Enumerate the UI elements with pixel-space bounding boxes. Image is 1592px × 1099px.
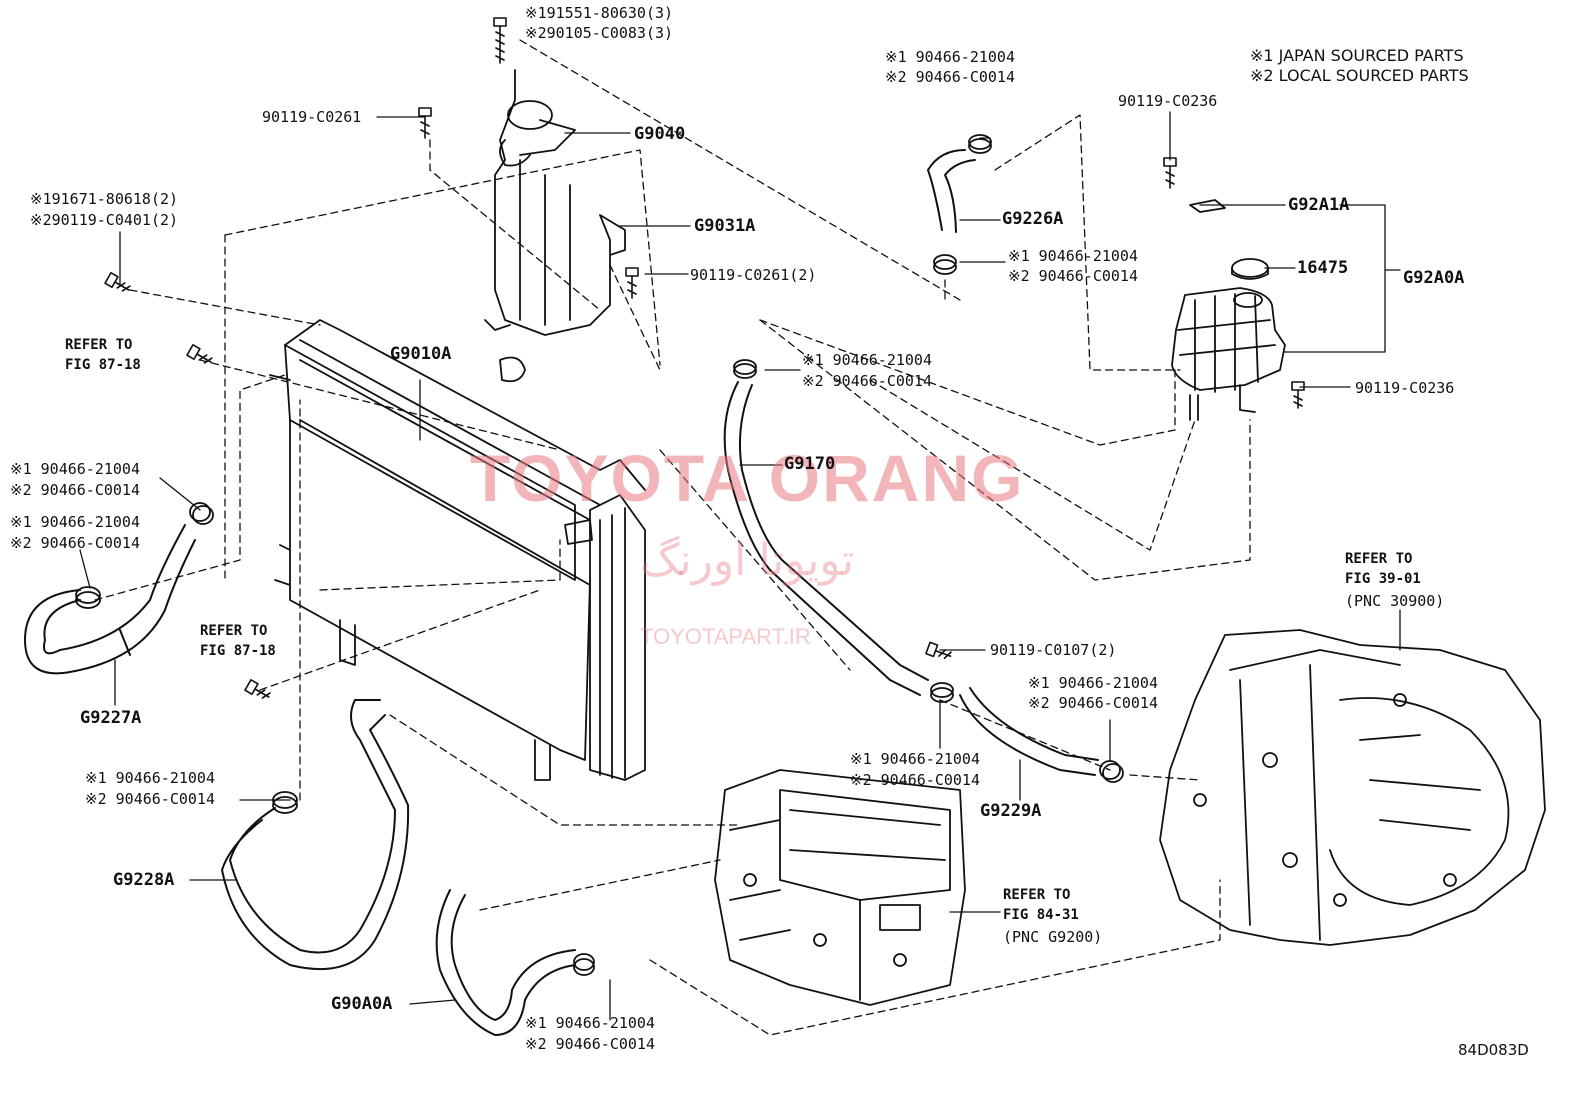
watermark-title: TOYOTA ORANG — [470, 441, 1025, 515]
label-refer-87-18-b-line1: REFER TO — [200, 623, 268, 639]
label-g9227a: G9227A — [80, 708, 142, 728]
label-clamp-top-mid-local: ※2 90466-C0014 — [885, 68, 1015, 86]
label-refer-84-31-line1: REFER TO — [1003, 887, 1071, 903]
reservoir-tank — [1171, 199, 1286, 421]
fan-shroud-and-pump — [484, 69, 626, 336]
label-refer-87-18-a-line1: REFER TO — [65, 337, 133, 353]
note-local-sourced: ※2 LOCAL SOURCED PARTS — [1250, 66, 1469, 85]
label-bolt-90119-c0261-2: 90119-C0261(2) — [690, 266, 817, 284]
label-left-bolt-jp: ※191671-80618(2) — [30, 190, 179, 208]
hose-clamp-icons — [75, 134, 1124, 976]
label-refer-84-31-pnc: (PNC G9200) — [1003, 928, 1103, 946]
label-clamp-g9229-local: ※2 90466-C0014 — [850, 771, 980, 789]
watermark-site: TOYOTAPART.IR — [640, 624, 811, 649]
g92a0a-bracket — [1284, 204, 1401, 353]
label-clamp-mid-local: ※2 90466-C0014 — [1008, 267, 1138, 285]
label-g9229a: G9229A — [980, 801, 1042, 821]
label-bolt-90119-c0261: 90119-C0261 — [262, 108, 362, 126]
label-g9040: G9040 — [634, 124, 686, 144]
label-g90a0a: G90A0A — [331, 994, 393, 1014]
label-top-bolt-local: ※290105-C0083(3) — [525, 24, 674, 42]
label-bolt-90119-c0236-right: 90119-C0236 — [1355, 379, 1455, 397]
label-refer-39-01-line1: REFER TO — [1345, 551, 1413, 567]
label-bolt-90119-c0236-top: 90119-C0236 — [1118, 92, 1218, 110]
watermark-persian: تویوتا اورنگ — [640, 536, 855, 585]
radiator — [269, 319, 646, 781]
label-clamp-left-lower-local: ※2 90466-C0014 — [10, 534, 140, 552]
label-clamp-right-local: ※2 90466-C0014 — [1028, 694, 1158, 712]
diagram-code: 84D083D — [1458, 1041, 1529, 1059]
label-g9010a: G9010A — [390, 344, 452, 364]
label-clamp-g9229-jp: ※1 90466-21004 — [850, 750, 980, 768]
label-refer-87-18-a-line2: FIG 87-18 — [65, 357, 141, 373]
label-clamp-g9170-jp: ※1 90466-21004 — [802, 351, 932, 369]
label-g9228a: G9228A — [113, 870, 175, 890]
label-g9170: G9170 — [784, 454, 836, 474]
label-clamp-bottom-local: ※2 90466-C0014 — [525, 1035, 655, 1053]
label-refer-39-01-line2: FIG 39-01 — [1345, 571, 1421, 587]
label-g92a0a: G92A0A — [1403, 268, 1465, 288]
label-top-bolt-jp: ※191551-80630(3) — [525, 4, 674, 22]
label-refer-84-31-line2: FIG 84-31 — [1003, 907, 1079, 923]
label-refer-87-18-b-line2: FIG 87-18 — [200, 643, 276, 659]
bolt-icons — [104, 17, 1305, 699]
hose-shapes — [24, 149, 1099, 1036]
label-refer-39-01-pnc: (PNC 30900) — [1345, 592, 1445, 610]
note-japan-sourced: ※1 JAPAN SOURCED PARTS — [1250, 46, 1464, 65]
label-clamp-g9170-local: ※2 90466-C0014 — [802, 372, 932, 390]
label-clamp-bottom-left-jp: ※1 90466-21004 — [85, 769, 215, 787]
label-clamp-mid-jp: ※1 90466-21004 — [1008, 247, 1138, 265]
label-clamp-right-jp: ※1 90466-21004 — [1028, 674, 1158, 692]
solid-leader-lines — [79, 111, 1401, 1021]
transaxle-unit — [1159, 629, 1546, 946]
inverter-unit — [714, 769, 966, 1006]
label-clamp-bottom-jp: ※1 90466-21004 — [525, 1014, 655, 1032]
label-clamp-left-upper-jp: ※1 90466-21004 — [10, 460, 140, 478]
label-left-bolt-local: ※290119-C0401(2) — [30, 211, 179, 229]
label-clamp-bottom-left-local: ※2 90466-C0014 — [85, 790, 215, 808]
label-clamp-left-upper-local: ※2 90466-C0014 — [10, 481, 140, 499]
label-bolt-90119-c0107: 90119-C0107(2) — [990, 641, 1117, 659]
label-g92a1a: G92A1A — [1288, 195, 1350, 215]
label-clamp-top-mid-jp: ※1 90466-21004 — [885, 48, 1015, 66]
label-g9226a: G9226A — [1002, 209, 1064, 229]
label-16475: 16475 — [1297, 258, 1349, 278]
label-clamp-left-lower-jp: ※1 90466-21004 — [10, 513, 140, 531]
label-g9031a: G9031A — [694, 216, 756, 236]
